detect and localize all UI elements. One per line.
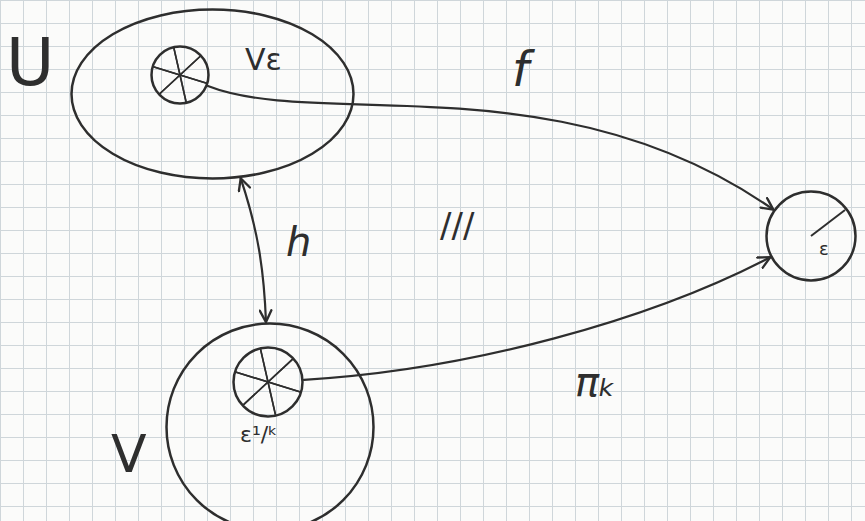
target-disk: ε <box>765 190 857 282</box>
region-label: V <box>111 428 147 480</box>
region-outline <box>70 8 355 180</box>
spoke <box>159 56 200 94</box>
spoke <box>159 56 200 94</box>
map-arrow <box>304 257 770 380</box>
outline <box>234 348 303 417</box>
spoked-disk <box>232 346 304 418</box>
region-outline <box>765 190 857 282</box>
region-label: U <box>6 30 54 96</box>
map-label: h <box>286 222 311 262</box>
spoked-disk <box>150 45 210 105</box>
radius-label: ε¹/ᵏ <box>240 424 278 446</box>
domain-region-v: Vε¹/ᵏ <box>165 322 375 521</box>
domain-region-u: UVε <box>70 8 355 180</box>
map-label: f <box>512 45 529 93</box>
outline <box>167 324 374 521</box>
spoke <box>243 359 293 405</box>
root-disk: ε¹/ᵏ <box>232 346 304 418</box>
disk-label: Vε <box>245 45 282 75</box>
radius-label: ε <box>819 240 829 258</box>
map-label: πₖ <box>575 362 616 402</box>
commutes-mark: /// <box>440 208 474 242</box>
outline <box>152 47 209 104</box>
region-outline <box>165 322 375 521</box>
neighbourhood-disk: Vε <box>150 45 210 105</box>
outline <box>767 192 856 281</box>
map-arrow <box>241 178 266 322</box>
radius-line <box>811 210 845 236</box>
outline <box>72 10 354 179</box>
spoke <box>243 359 293 405</box>
map-arrow <box>208 86 773 210</box>
